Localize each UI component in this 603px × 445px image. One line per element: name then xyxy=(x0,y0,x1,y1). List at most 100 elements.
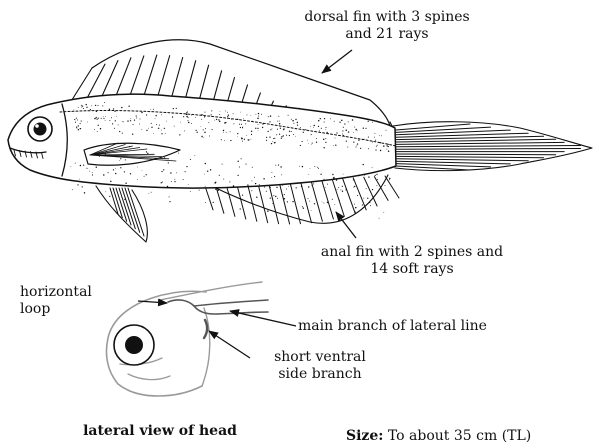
stipple-dot xyxy=(310,126,311,127)
stipple-dot xyxy=(255,128,256,129)
main-branch-lateral-line xyxy=(194,300,268,306)
stipple-dot xyxy=(362,204,363,205)
stipple-dot xyxy=(310,168,311,169)
stipple-dot xyxy=(161,133,162,134)
stipple-dot xyxy=(195,130,196,131)
stipple-dot xyxy=(161,182,162,183)
stipple-dot xyxy=(77,184,78,185)
stipple-dot xyxy=(258,124,259,125)
stipple-dot xyxy=(215,182,216,183)
stipple-dot xyxy=(267,131,268,132)
stipple-dot xyxy=(174,181,175,182)
stipple-dot xyxy=(389,178,390,179)
stipple-dot xyxy=(78,129,79,130)
stipple-dot xyxy=(87,122,88,123)
stipple-dot xyxy=(122,121,123,122)
stipple-dot xyxy=(385,185,386,186)
stipple-dot xyxy=(150,109,151,110)
stipple-dot xyxy=(284,194,285,195)
stipple-dot xyxy=(132,134,133,135)
stipple-dot xyxy=(215,189,216,190)
stipple-dot xyxy=(148,128,149,129)
stipple-dot xyxy=(139,124,140,125)
stipple-dot xyxy=(388,146,389,147)
stipple-dot xyxy=(80,123,81,124)
stipple-dot xyxy=(92,174,93,175)
stipple-dot xyxy=(100,128,101,129)
stipple-dot xyxy=(125,159,126,160)
stipple-dot xyxy=(313,127,314,128)
horizontal-loop-label-line2: loop xyxy=(20,301,140,318)
stipple-dot xyxy=(354,127,355,128)
stipple-dot xyxy=(146,151,147,152)
stipple-dot xyxy=(174,179,175,180)
size-label: Size: xyxy=(346,428,383,444)
stipple-dot xyxy=(320,174,321,175)
stipple-dot xyxy=(327,184,328,185)
stipple-dot xyxy=(96,111,97,112)
stipple-dot xyxy=(77,120,78,121)
stipple-dot xyxy=(115,120,116,121)
stipple-dot xyxy=(375,140,376,141)
stipple-dot xyxy=(269,121,270,122)
stipple-dot xyxy=(242,127,243,128)
stipple-dot xyxy=(358,175,359,176)
stipple-dot xyxy=(146,174,147,175)
stipple-dot xyxy=(102,105,103,106)
stipple-dot xyxy=(339,122,340,123)
stipple-dot xyxy=(218,119,219,120)
stipple-dot xyxy=(375,149,376,150)
stipple-dot xyxy=(376,185,377,186)
stipple-dot xyxy=(336,179,337,180)
stipple-dot xyxy=(377,145,378,146)
stipple-dot xyxy=(163,187,164,188)
stipple-dot xyxy=(278,164,279,165)
stipple-dot xyxy=(284,198,285,199)
stipple-dot xyxy=(225,110,226,111)
stipple-dot xyxy=(199,190,200,191)
stipple-dot xyxy=(279,121,280,122)
stipple-dot xyxy=(239,124,240,125)
head-lower-jaw xyxy=(128,374,170,380)
anal-fin-ray xyxy=(269,183,279,224)
stipple-dot xyxy=(161,114,162,115)
stipple-dot xyxy=(221,139,222,140)
stipple-dot xyxy=(335,145,336,146)
stipple-dot xyxy=(86,107,87,108)
stipple-dot xyxy=(364,174,365,175)
stipple-dot xyxy=(226,132,227,133)
stipple-dot xyxy=(266,191,267,192)
stipple-dot xyxy=(334,204,335,205)
stipple-dot xyxy=(292,201,293,202)
anal-fin-ray xyxy=(258,183,268,223)
stipple-dot xyxy=(279,134,280,135)
stipple-dot xyxy=(164,128,165,129)
stipple-dot xyxy=(388,151,389,152)
stipple-dot xyxy=(277,198,278,199)
stipple-dot xyxy=(202,114,203,115)
stipple-dot xyxy=(295,119,296,120)
eye-highlight xyxy=(35,124,39,128)
stipple-dot xyxy=(220,111,221,112)
stipple-dot xyxy=(297,122,298,123)
stipple-dot xyxy=(303,132,304,133)
stipple-dot xyxy=(156,124,157,125)
stipple-dot xyxy=(80,128,81,129)
stipple-dot xyxy=(287,201,288,202)
stipple-dot xyxy=(337,189,338,190)
stipple-dot xyxy=(172,116,173,117)
stipple-dot xyxy=(273,138,274,139)
stipple-dot xyxy=(278,116,279,117)
stipple-dot xyxy=(209,136,210,137)
stipple-dot xyxy=(132,124,133,125)
stipple-dot xyxy=(289,131,290,132)
stipple-dot xyxy=(169,201,170,202)
stipple-dot xyxy=(311,185,312,186)
stipple-dot xyxy=(313,183,314,184)
stipple-dot xyxy=(341,120,342,121)
stipple-dot xyxy=(159,125,160,126)
stipple-dot xyxy=(127,120,128,121)
stipple-dot xyxy=(245,164,246,165)
stipple-dot xyxy=(374,133,375,134)
stipple-dot xyxy=(368,148,369,149)
